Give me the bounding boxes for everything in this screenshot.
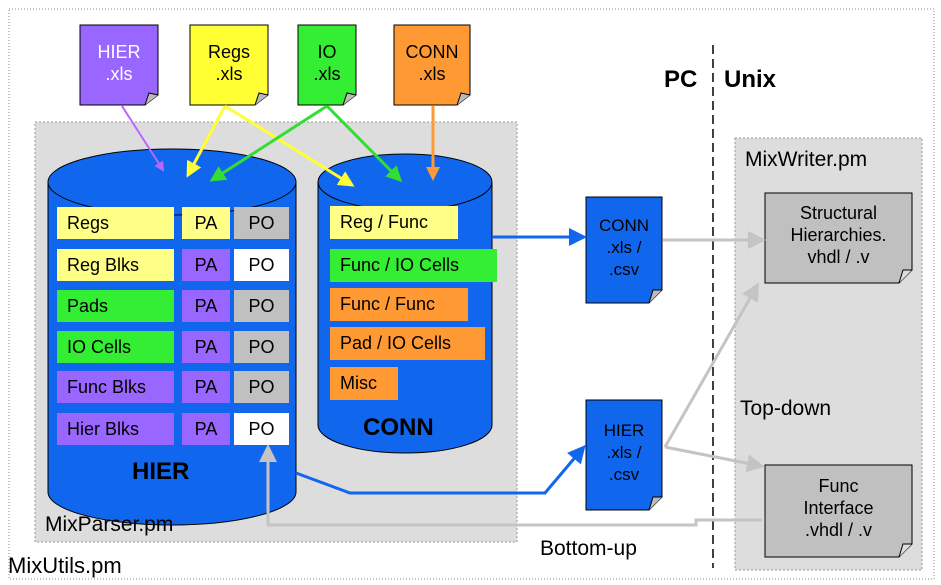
input-file-shapes bbox=[79, 24, 471, 106]
mixparser-label: MixParser.pm bbox=[45, 513, 174, 536]
hier-pa-hier-blks: PA bbox=[182, 413, 230, 445]
hier-pa-io-cells: PA bbox=[182, 331, 230, 363]
hier-po-reg-blks: PO bbox=[234, 249, 289, 281]
conn-row-func-func: Func / Func bbox=[330, 288, 468, 321]
hier-db-title: HIER bbox=[132, 458, 190, 485]
func-interface-file: Func Interface .vhdl / .v bbox=[803, 476, 874, 540]
structural-hierarchies-file: Structural Hierarchies. vhdl / .v bbox=[790, 203, 887, 267]
hier-pa-reg-blks: PA bbox=[182, 249, 230, 281]
bottom-up-label: Bottom-up bbox=[540, 537, 637, 560]
hier-po-regs: PO bbox=[234, 207, 289, 239]
mixutils-label: MixUtils.pm bbox=[8, 553, 122, 578]
hier-row-reg-blks: Reg Blks bbox=[57, 249, 174, 281]
conn-row-reg-func: Reg / Func bbox=[330, 206, 458, 239]
output-file-shapes bbox=[585, 192, 913, 558]
conn-row-pad-io: Pad / IO Cells bbox=[330, 327, 485, 360]
hier-po-func-blks: PO bbox=[234, 371, 289, 403]
regs-xls-file: Regs .xls bbox=[207, 42, 251, 84]
hier-row-pads: Pads bbox=[57, 290, 174, 322]
hier-pa-pads: PA bbox=[182, 290, 230, 322]
hier-po-io-cells: PO bbox=[234, 331, 289, 363]
hier-pa-func-blks: PA bbox=[182, 371, 230, 403]
conn-db-title: CONN bbox=[363, 414, 434, 441]
hier-row-regs: Regs bbox=[57, 207, 174, 239]
conn-xls-file: CONN .xls bbox=[405, 42, 459, 84]
input-arrows bbox=[121, 104, 440, 187]
gray-arrows bbox=[259, 231, 766, 527]
mixwriter-label: MixWriter.pm bbox=[745, 148, 868, 171]
pc-label: PC bbox=[664, 66, 698, 93]
hier-po-hier-blks: PO bbox=[234, 413, 289, 445]
io-xls-file: IO .xls bbox=[313, 42, 341, 84]
mixutils-frame bbox=[8, 8, 935, 580]
blue-arrows bbox=[295, 228, 587, 495]
hier-row-func-blks: Func Blks bbox=[57, 371, 174, 403]
top-down-label: Top-down bbox=[740, 397, 832, 420]
unix-label: Unix bbox=[724, 66, 777, 93]
hier-row-io-cells: IO Cells bbox=[57, 331, 174, 363]
conn-row-func-io: Func / IO Cells bbox=[330, 249, 497, 282]
hier-row-hier-blks: Hier Blks bbox=[57, 413, 174, 445]
hier-pa-regs: PA bbox=[182, 207, 230, 239]
hier-csv-file: HIER .xls / .csv bbox=[603, 421, 645, 484]
conn-csv-file: CONN .xls / .csv bbox=[598, 215, 650, 279]
hier-po-pads: PO bbox=[234, 290, 289, 322]
conn-row-misc: Misc bbox=[330, 367, 398, 400]
hier-xls-file: HIER .xls bbox=[97, 42, 141, 84]
